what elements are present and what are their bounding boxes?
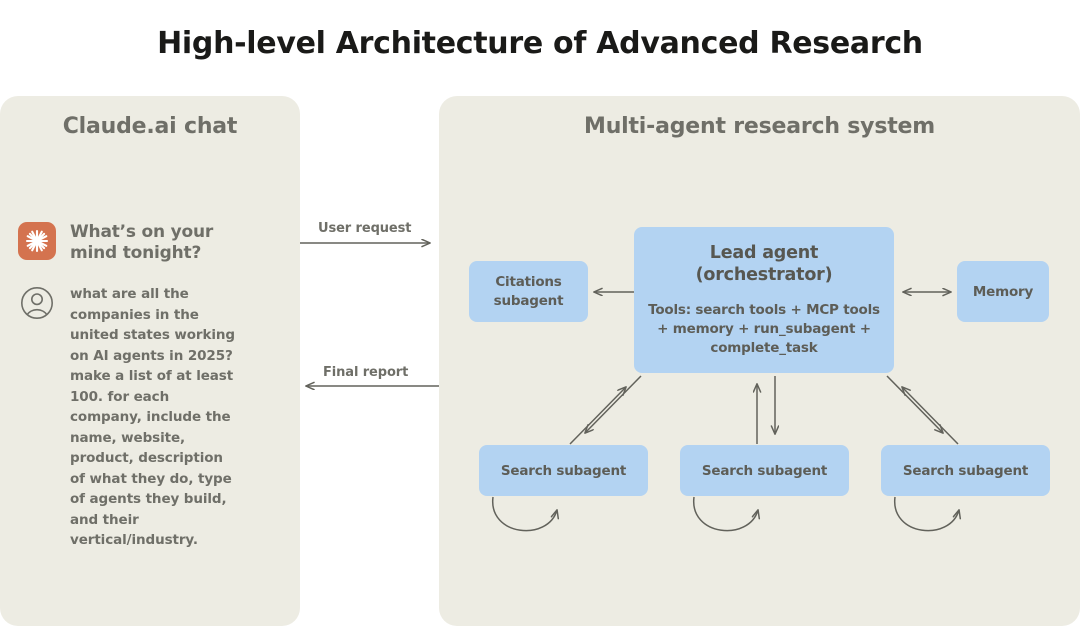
- memory-label: Memory: [972, 283, 1034, 300]
- assistant-message-row: What’s on your mind tonight?: [18, 222, 245, 265]
- search-subagent-node-2[interactable]: Search subagent: [680, 445, 849, 496]
- memory-node[interactable]: Memory: [957, 261, 1049, 322]
- search-subagent-label-2: Search subagent: [701, 462, 828, 479]
- lead-agent-tools: Tools: search tools + MCP tools + memory…: [648, 302, 880, 357]
- search-subagent-label-3: Search subagent: [902, 462, 1029, 479]
- lead-agent-node[interactable]: Lead agent (orchestrator) Tools: search …: [634, 227, 894, 373]
- lead-agent-title-line2: (orchestrator): [695, 265, 833, 286]
- citations-subagent-label-line2: subagent: [493, 292, 564, 309]
- page-title: High-level Architecture of Advanced Rese…: [157, 26, 923, 61]
- citations-subagent-node[interactable]: Citations subagent: [469, 261, 588, 322]
- search-subagent-node-1[interactable]: Search subagent: [479, 445, 648, 496]
- claude-chat-panel-heading: Claude.ai chat: [62, 114, 238, 139]
- assistant-message-text: What’s on your mind tonight?: [70, 222, 214, 264]
- claude-chat-panel: Claude.ai chat: [0, 96, 300, 626]
- search-subagent-label-1: Search subagent: [500, 462, 627, 479]
- user-message-text: what are all the companies in the united…: [70, 286, 235, 549]
- user-message-row: what are all the companies in the united…: [18, 284, 242, 551]
- final-report-label: Final report: [323, 365, 409, 380]
- citations-subagent-label-line1: Citations: [495, 274, 562, 291]
- multi-agent-system-heading: Multi-agent research system: [584, 114, 935, 139]
- lead-agent-title: Lead agent (orchestrator): [696, 242, 833, 288]
- user-request-label: User request: [318, 221, 412, 236]
- search-subagent-node-3[interactable]: Search subagent: [881, 445, 1050, 496]
- user-avatar-icon: [18, 284, 56, 322]
- lead-agent-title-line1: Lead agent: [709, 242, 819, 263]
- claude-starburst-icon: [18, 222, 56, 260]
